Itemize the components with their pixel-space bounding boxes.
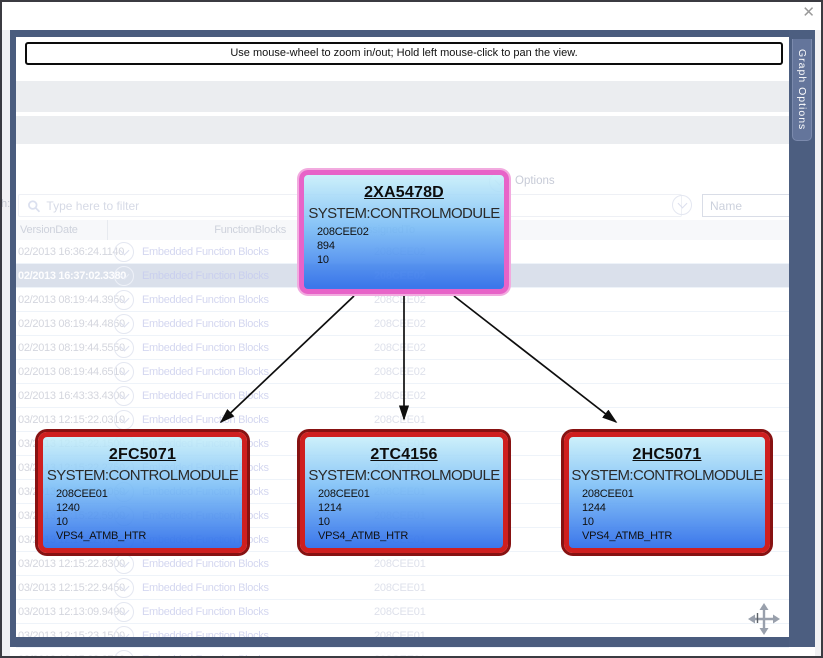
column-header-versiondate: VersionDate: [20, 224, 78, 236]
chevron-down-icon[interactable]: [114, 578, 134, 598]
function-blocks-link[interactable]: Embedded Function Blocks: [142, 558, 269, 570]
chevron-down-icon[interactable]: [114, 338, 134, 358]
chevron-down-icon[interactable]: [672, 195, 692, 215]
move-cursor-icon: [748, 603, 780, 635]
dialog-border-left: [10, 30, 16, 647]
chevron-down-icon[interactable]: [114, 602, 134, 622]
chevron-down-icon[interactable]: [114, 554, 134, 574]
graph-options-tab-label: Graph Options: [796, 48, 808, 131]
version-date-cell: 02/2013 08:19:44.4860: [18, 318, 125, 330]
node-details: 208CEE01 1240 10 VPS4_ATMB_HTR: [56, 488, 147, 542]
table-row[interactable]: 02/2013 08:19:44.4860 Embedded Function B…: [16, 312, 789, 336]
graph-options-tab[interactable]: Graph Options: [792, 39, 812, 141]
node-type: SYSTEM:CONTROLMODULE: [308, 467, 500, 484]
page-right-margin: [815, 30, 821, 656]
version-date-cell: 02/2013 08:19:44.6510: [18, 366, 125, 378]
name-input-box[interactable]: [702, 194, 791, 217]
version-date-cell: 03/2013 12:15:23.2700: [18, 654, 125, 656]
assigned-to-cell: 208CEE02: [374, 318, 426, 330]
page-left-margin: [2, 30, 10, 656]
node-type: SYSTEM:CONTROLMODULE: [46, 467, 239, 484]
function-blocks-link[interactable]: Embedded Function Blocks: [142, 582, 269, 594]
function-blocks-link[interactable]: Embedded Function Blocks: [142, 654, 269, 656]
assigned-to-cell: 208CEE02: [374, 342, 426, 354]
node-details: 208CEE01 1214 10 VPS4_ATMB_HTR: [318, 488, 409, 542]
graph-node-2FC5071[interactable]: 2FC5071 SYSTEM:CONTROLMODULE 208CEE01 12…: [38, 432, 247, 553]
close-icon[interactable]: ✕: [802, 4, 815, 21]
function-blocks-link[interactable]: Embedded Function Blocks: [142, 318, 269, 330]
node-title: 2FC5071: [108, 446, 177, 463]
name-input[interactable]: [710, 198, 790, 213]
assigned-to-cell: 208CEE02: [374, 366, 426, 378]
node-details: 208CEE02 894 10: [317, 226, 369, 266]
dialog-border-top: [10, 30, 815, 37]
assigned-to-cell: 208CEE01: [374, 414, 426, 426]
assigned-to-cell: 208CEE02: [374, 294, 426, 306]
chevron-down-icon[interactable]: [114, 650, 134, 656]
version-date-cell: 03/2013 12:15:22.9450: [18, 582, 125, 594]
version-date-cell: 02/2013 16:43:33.4300: [18, 390, 125, 402]
version-date-cell: 03/2013 12:15:22.0310: [18, 414, 125, 426]
graph-node-2TC4156[interactable]: 2TC4156 SYSTEM:CONTROLMODULE 208CEE01 12…: [300, 432, 508, 553]
assigned-to-cell: 208CEE01: [374, 582, 426, 594]
function-blocks-link[interactable]: Embedded Function Blocks: [142, 414, 269, 426]
options-label: Options: [515, 175, 555, 187]
chevron-down-icon[interactable]: [114, 362, 134, 382]
column-separator: [107, 220, 108, 240]
chevron-down-icon[interactable]: [114, 314, 134, 334]
version-date-cell: 02/2013 16:37:02.3380: [18, 270, 127, 282]
table-row[interactable]: 03/2013 12:13:09.9490 Embedded Function B…: [16, 600, 789, 624]
node-type: SYSTEM:CONTROLMODULE: [571, 467, 763, 484]
node-type: SYSTEM:CONTROLMODULE: [308, 205, 500, 222]
graph-node-2HC5071[interactable]: 2HC5071 SYSTEM:CONTROLMODULE 208CEE01 12…: [564, 432, 770, 553]
assigned-to-cell: 208CEE02: [374, 390, 426, 402]
version-date-cell: 02/2013 08:19:44.3950: [18, 294, 125, 306]
chevron-down-icon[interactable]: [114, 242, 134, 262]
graph-node-2XA5478D[interactable]: 2XA5478D SYSTEM:CONTROLMODULE 208CEE02 8…: [299, 170, 509, 294]
function-blocks-link[interactable]: Embedded Function Blocks: [142, 366, 269, 378]
background-band: [16, 116, 789, 144]
table-row[interactable]: 03/2013 12:15:22.0310 Embedded Function B…: [16, 408, 789, 432]
chevron-down-icon[interactable]: [114, 290, 134, 310]
column-header-functionblocks: FunctionBlocks: [214, 224, 286, 236]
assigned-to-cell: 208CEE01: [374, 654, 426, 656]
background-band: [16, 81, 789, 112]
version-date-cell: 02/2013 16:36:24.1140: [18, 246, 125, 258]
version-date-cell: 03/2013 12:15:22.8300: [18, 558, 125, 570]
version-date-cell: 03/2013 12:13:09.9490: [18, 606, 125, 618]
function-blocks-link[interactable]: Embedded Function Blocks: [142, 606, 269, 618]
table-row[interactable]: 02/2013 08:19:44.6510 Embedded Function B…: [16, 360, 789, 384]
table-row[interactable]: 03/2013 12:15:22.9450 Embedded Function B…: [16, 576, 789, 600]
function-blocks-link[interactable]: Embedded Function Blocks: [142, 270, 269, 282]
table-row[interactable]: 03/2013 12:15:22.8300 Embedded Function B…: [16, 552, 789, 576]
table-row[interactable]: 03/2013 12:15:23.2700 Embedded Function B…: [16, 648, 789, 656]
table-row[interactable]: 02/2013 16:43:33.4300 Embedded Function B…: [16, 384, 789, 408]
dialog-toolbar: Use mouse-wheel to zoom in/out; Hold lef…: [16, 37, 789, 69]
chevron-down-icon[interactable]: [114, 386, 134, 406]
search-icon: [28, 199, 41, 212]
clipped-label: th:: [1, 198, 11, 210]
assigned-to-cell: 208CEE01: [374, 606, 426, 618]
table-row[interactable]: 02/2013 08:19:44.5550 Embedded Function B…: [16, 336, 789, 360]
function-blocks-link[interactable]: Embedded Function Blocks: [142, 342, 269, 354]
assigned-to-cell: 208CEE01: [374, 558, 426, 570]
chevron-down-icon[interactable]: [114, 410, 134, 430]
node-details: 208CEE01 1244 10 VPS4_ATMB_HTR: [582, 488, 673, 542]
function-blocks-link[interactable]: Embedded Function Blocks: [142, 294, 269, 306]
node-title: 2TC4156: [370, 446, 438, 463]
function-blocks-link[interactable]: Embedded Function Blocks: [142, 390, 269, 402]
instruction-banner: Use mouse-wheel to zoom in/out; Hold lef…: [25, 42, 783, 65]
version-date-cell: 02/2013 08:19:44.5550: [18, 342, 125, 354]
chevron-down-icon[interactable]: [114, 266, 134, 286]
node-title: 2HC5071: [632, 446, 702, 463]
function-blocks-link[interactable]: Embedded Function Blocks: [142, 246, 269, 258]
dialog-border-bottom: [10, 637, 815, 647]
node-title: 2XA5478D: [364, 184, 444, 201]
